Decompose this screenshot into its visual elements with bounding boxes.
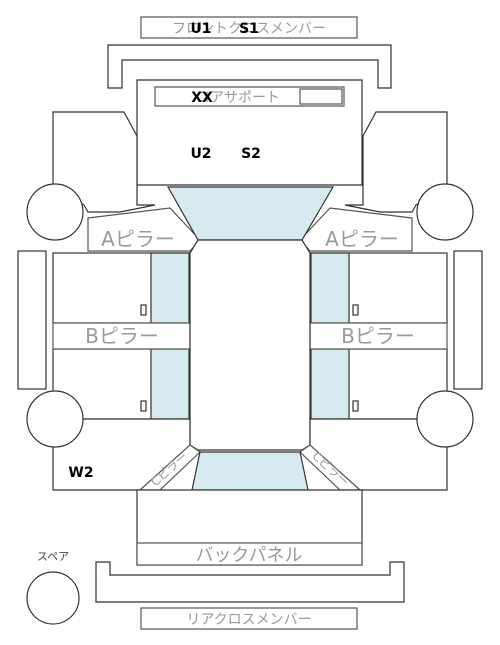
b-pillar-left-band[interactable] — [52, 322, 191, 350]
b-pillar-right-band[interactable] — [309, 322, 448, 350]
spare-label: スペア — [37, 550, 69, 563]
left-front-door-handle — [140, 304, 147, 316]
rear-window[interactable] — [191, 451, 309, 491]
rear-cross-member-box[interactable] — [140, 607, 358, 630]
left-front-window[interactable] — [150, 252, 190, 324]
front-bumper[interactable] — [107, 44, 392, 89]
left-rear-window[interactable] — [150, 348, 190, 420]
spare-tire[interactable] — [26, 571, 80, 625]
left-side-sill[interactable] — [17, 250, 47, 390]
right-front-door-handle — [352, 304, 359, 316]
b-pillar-left-label: Bピラー — [85, 324, 159, 348]
a-pillar-left-label: Aピラー — [101, 227, 175, 251]
back-panel-label: バックパネル — [195, 545, 302, 566]
mark-rear-left: W2 — [68, 465, 93, 481]
right-front-window[interactable] — [310, 252, 350, 324]
wheel-front-right[interactable] — [416, 183, 474, 241]
left-rear-door-handle — [140, 400, 147, 412]
core-support-inner-box — [299, 88, 343, 105]
rear-cross-member-label: リアクロスメンバー — [186, 612, 311, 628]
back-panel-band[interactable] — [136, 542, 363, 566]
b-pillar-right-label: Bピラー — [341, 324, 415, 348]
wheel-rear-right[interactable] — [416, 390, 474, 448]
right-side-sill[interactable] — [453, 250, 483, 390]
right-rear-window[interactable] — [310, 348, 350, 420]
mark-core-support: XX — [191, 90, 213, 106]
rear-bumper[interactable] — [95, 561, 405, 603]
roof[interactable] — [189, 239, 311, 451]
core-support-label: コアサポート — [196, 90, 280, 106]
front-cross-member-box[interactable] — [140, 16, 358, 39]
right-rear-door-handle — [352, 400, 359, 412]
wheel-rear-left[interactable] — [26, 390, 84, 448]
front-cross-member-label: フロントクロスメンバー — [172, 21, 326, 37]
a-pillar-right-label: Aピラー — [325, 227, 399, 251]
wheel-front-left[interactable] — [26, 183, 84, 241]
core-support-box[interactable] — [154, 86, 345, 107]
